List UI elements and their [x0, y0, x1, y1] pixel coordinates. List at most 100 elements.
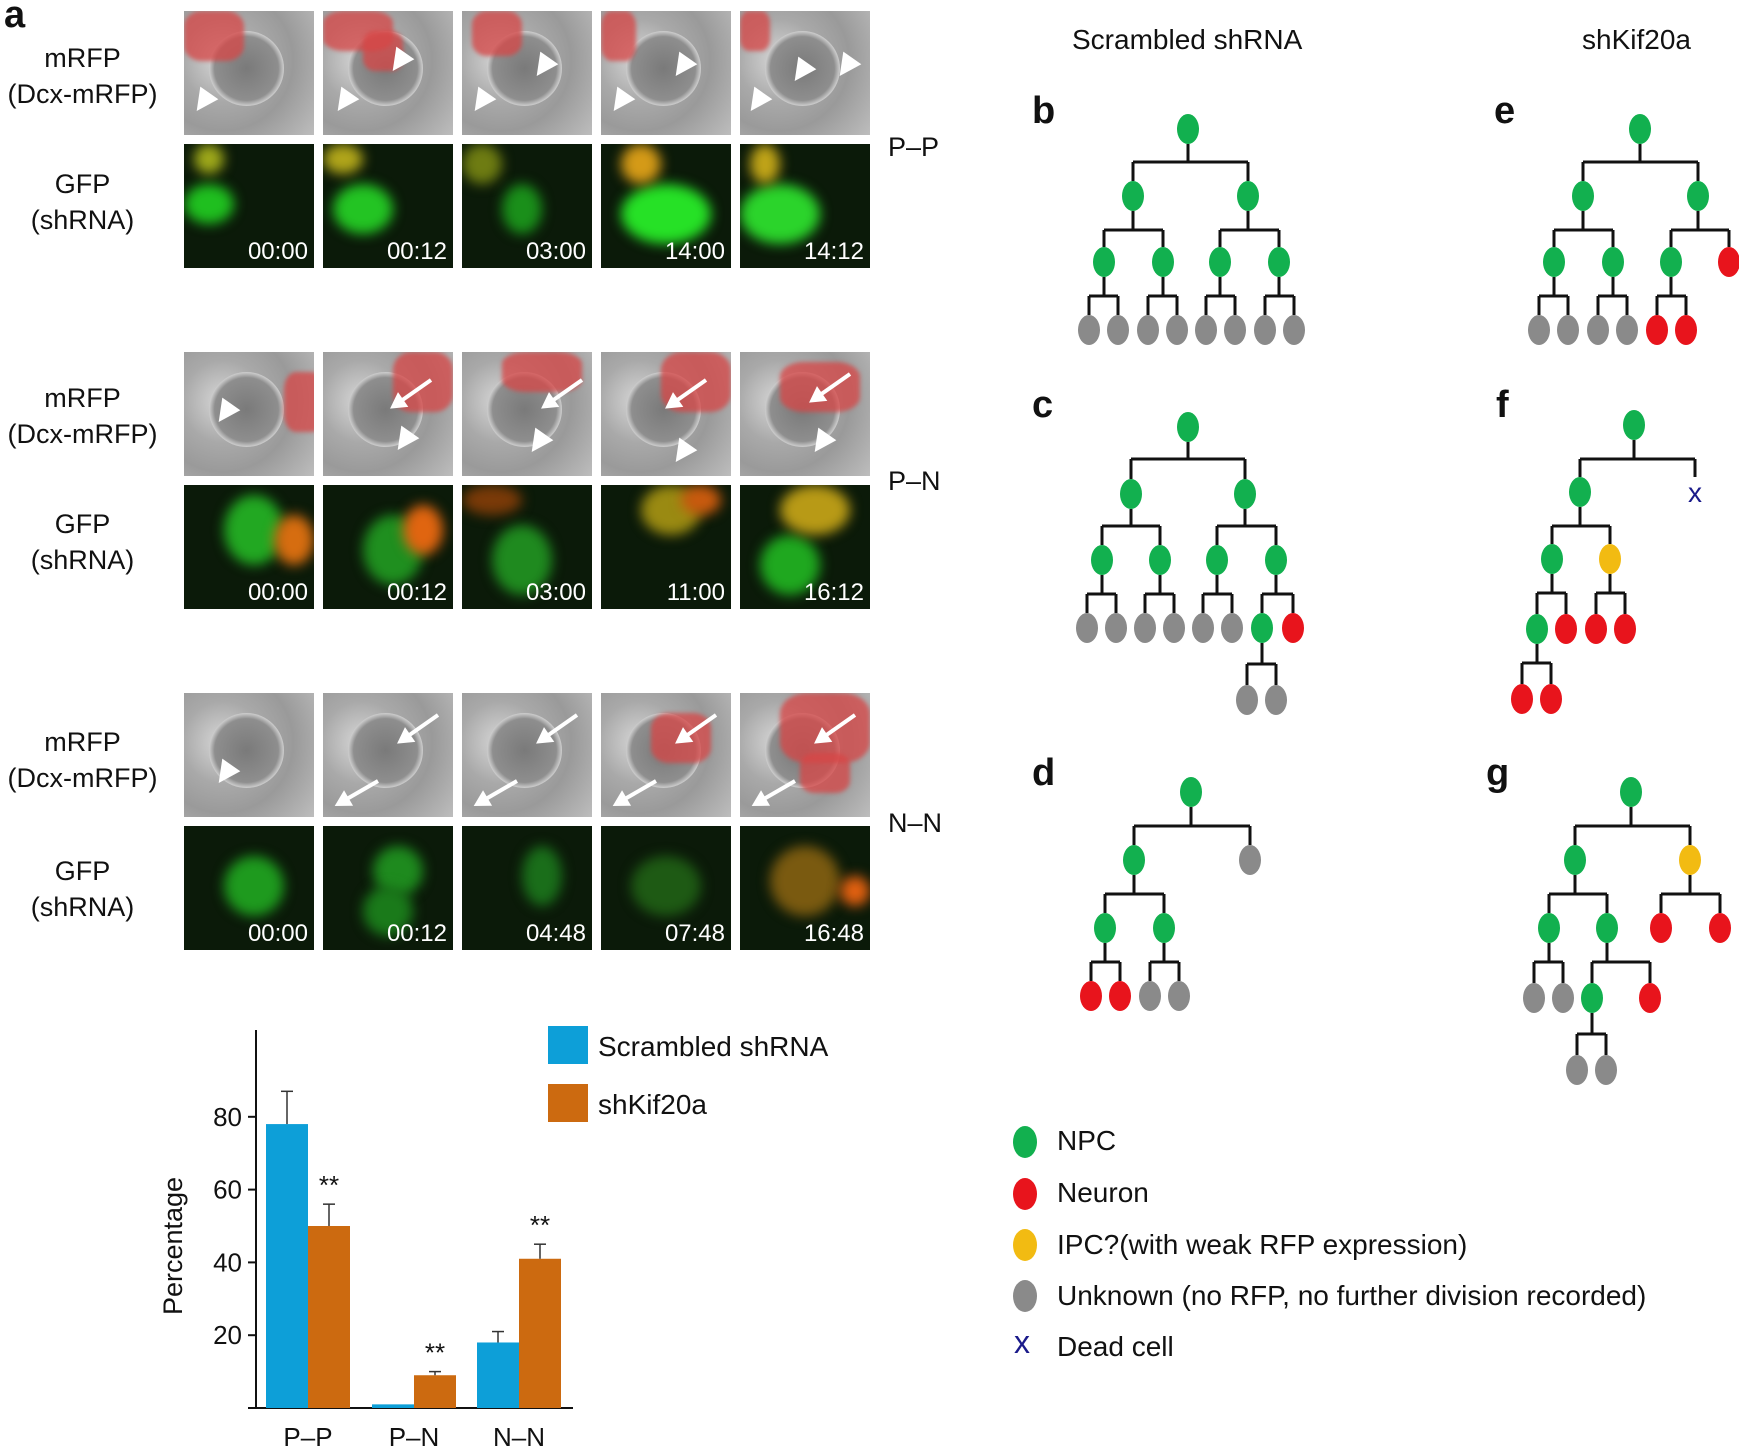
- rfp-signal: [800, 753, 850, 793]
- neuron-cell: [1080, 981, 1102, 1011]
- gfp-fluorescence-image: 16:48: [740, 826, 870, 950]
- arrowhead-marker-icon: [604, 86, 636, 118]
- timestamp-label: 03:00: [525, 238, 586, 265]
- legend-label: Unknown (no RFP, no further division rec…: [1057, 1280, 1647, 1311]
- gfp-signal: [274, 515, 314, 565]
- gfp-fluorescence-image: 03:00: [462, 485, 592, 609]
- neuron-cell: [1540, 684, 1562, 714]
- gfp-signal: [681, 485, 721, 515]
- gfp-signal: [462, 485, 522, 515]
- neuron-cell: [1555, 614, 1577, 644]
- unknown-cell: [1137, 315, 1159, 345]
- npc-cell: [1120, 479, 1142, 509]
- x-tick-label: P–N: [389, 1422, 440, 1446]
- npc-cell: [1629, 114, 1651, 144]
- cell-body: [487, 713, 562, 788]
- timestamp-label: 00:12: [386, 579, 447, 606]
- npc-cell: [1206, 545, 1228, 575]
- arrowhead-marker-icon: [741, 86, 773, 118]
- phase-contrast-rfp-image: [184, 352, 314, 476]
- significance-label: **: [425, 1338, 445, 1368]
- timestamp-label: 04:48: [525, 920, 586, 947]
- gfp-signal: [462, 144, 502, 184]
- cell-body: [209, 372, 284, 447]
- gfp-fluorescence-image: 03:00: [462, 144, 592, 268]
- gfp-fluorescence-image: 00:00: [184, 826, 314, 950]
- y-tick-label: 40: [213, 1247, 242, 1277]
- rfp-signal: [472, 11, 522, 56]
- gfp-row-label: GFP(shRNA): [30, 169, 135, 235]
- panel-letter-f: f: [1496, 384, 1509, 426]
- y-axis-label: Percentage: [158, 1177, 188, 1315]
- bar: [414, 1375, 456, 1408]
- gfp-signal: [194, 144, 224, 174]
- npc-cell: [1177, 114, 1199, 144]
- panel-letter-g: g: [1486, 752, 1510, 794]
- npc-cell: [1180, 777, 1202, 807]
- phase-contrast-rfp-image: [740, 693, 870, 817]
- unknown-cell: [1523, 983, 1545, 1013]
- unknown-cell: [1107, 315, 1129, 345]
- neuron-cell: [1585, 614, 1607, 644]
- timestamp-label: 11:00: [666, 579, 725, 606]
- unknown-cell: [1163, 613, 1185, 643]
- timestamp-label: 14:00: [664, 238, 725, 265]
- unknown-cell: [1595, 1055, 1617, 1085]
- npc-cell: [1093, 247, 1115, 277]
- rfp-signal: [284, 372, 314, 432]
- timestamp-label: 16:12: [803, 579, 864, 606]
- bar: [266, 1124, 308, 1408]
- npc-cell: [1209, 247, 1231, 277]
- phase-contrast-rfp-image: [184, 693, 314, 817]
- npc-cell: [1596, 913, 1618, 943]
- rfp-signal: [184, 11, 244, 61]
- panel-letter-e: e: [1494, 90, 1516, 132]
- gfp-fluorescence-image: 04:48: [462, 826, 592, 950]
- npc-cell: [1541, 544, 1563, 574]
- gfp-fluorescence-image: 00:00: [184, 485, 314, 609]
- npc-cell: [1660, 247, 1682, 277]
- gfp-row-label: GFP(shRNA): [30, 856, 135, 922]
- unknown-cell: [1616, 315, 1638, 345]
- neuron-cell: [1614, 614, 1636, 644]
- gfp-signal: [363, 886, 413, 936]
- npc-cell: [1094, 913, 1116, 943]
- gfp-fluorescence-image: 00:00: [184, 144, 314, 268]
- gfp-signal: [184, 184, 234, 224]
- phase-contrast-rfp-image: [601, 352, 731, 476]
- phase-contrast-rfp-image: [462, 352, 592, 476]
- rfp-row-label: mRFP(Dcx-mRFP): [7, 727, 158, 793]
- unknown-cell: [1076, 613, 1098, 643]
- npc-cell: [1620, 777, 1642, 807]
- rfp-signal: [780, 693, 870, 763]
- panel-letter-c: c: [1032, 384, 1054, 426]
- neuron-cell: [1718, 247, 1739, 277]
- npc-cell: [1602, 247, 1624, 277]
- legend-label: shKif20a: [598, 1089, 707, 1120]
- npc-cell: [1234, 479, 1256, 509]
- neuron-marker-icon: [1013, 1178, 1037, 1210]
- gfp-signal: [631, 856, 701, 916]
- npc-cell: [1237, 181, 1259, 211]
- npc-cell: [1152, 247, 1174, 277]
- neuron-cell: [1639, 983, 1661, 1013]
- gfp-signal: [840, 876, 870, 906]
- gfp-fluorescence-image: 14:12: [740, 144, 870, 268]
- gfp-signal: [740, 184, 820, 244]
- bar: [372, 1404, 414, 1408]
- bar: [308, 1226, 350, 1408]
- phase-contrast-rfp-image: [323, 352, 453, 476]
- gfp-signal: [621, 184, 711, 244]
- npc-cell: [1572, 181, 1594, 211]
- npc-cell: [1149, 545, 1171, 575]
- unknown-cell: [1192, 613, 1214, 643]
- gfp-fluorescence-image: 14:00: [601, 144, 731, 268]
- npc-cell: [1538, 913, 1560, 943]
- ipc-cell: [1599, 544, 1621, 574]
- npc-cell: [1251, 613, 1273, 643]
- gfp-signal: [621, 144, 661, 184]
- ipc-cell: [1679, 845, 1701, 875]
- dead-cell-x-icon: x: [1688, 477, 1702, 508]
- npc-cell: [1122, 181, 1144, 211]
- npc-cell: [1543, 247, 1565, 277]
